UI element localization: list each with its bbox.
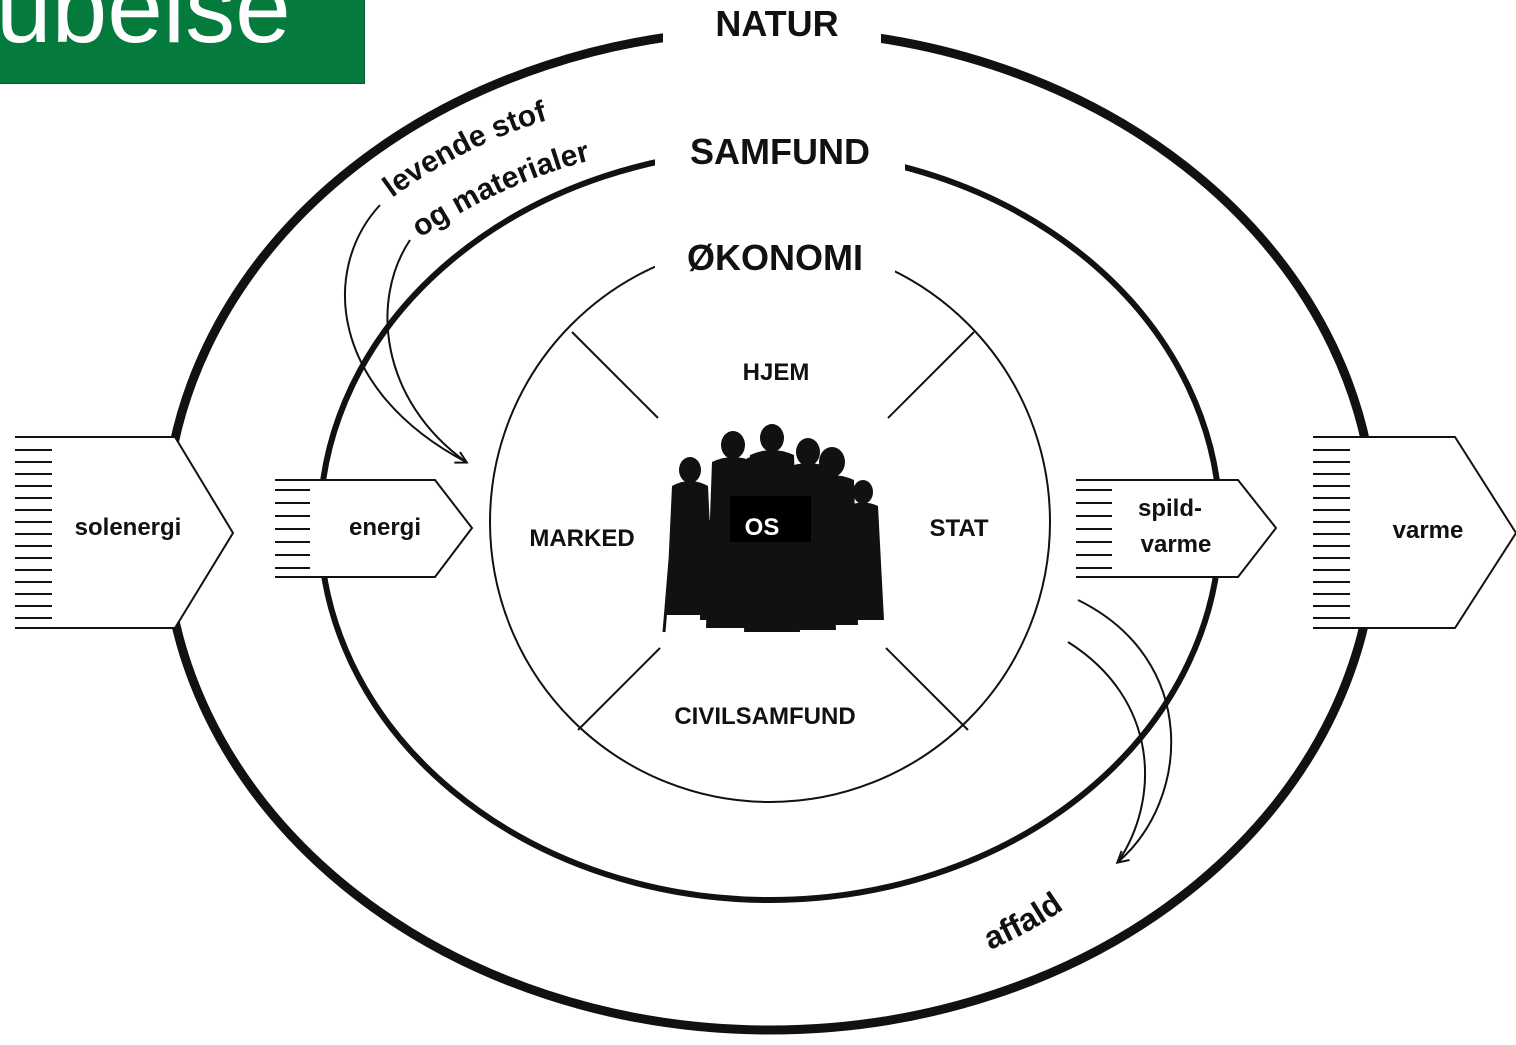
corner-tab-text: ubelse xyxy=(0,0,291,64)
divider-bottom-left xyxy=(577,647,661,731)
sector-civilsamfund: CIVILSAMFUND xyxy=(674,703,855,730)
varme-hatching xyxy=(1313,449,1350,619)
materials-arrow-icon xyxy=(344,204,466,462)
sector-marked: MARKED xyxy=(529,525,634,552)
samfund-label: SAMFUND xyxy=(690,131,870,172)
natur-label-bg xyxy=(663,0,881,48)
spildvarme-label-2: varme xyxy=(1141,531,1212,558)
spildvarme-hatching xyxy=(1076,489,1112,569)
spildvarme-label-1: spild- xyxy=(1138,495,1202,522)
solenergi-hatching xyxy=(15,449,52,619)
corner-tab: ubelse xyxy=(0,0,365,84)
varme-label: varme xyxy=(1393,517,1464,544)
energi-hatching xyxy=(275,489,310,569)
divider-bottom-right xyxy=(885,647,969,731)
okonomi-label-bg xyxy=(655,235,895,283)
divider-top-left xyxy=(571,331,659,419)
waste-arrow-icon xyxy=(1077,599,1173,862)
varme-arrow xyxy=(1313,436,1516,629)
solenergi-arrow xyxy=(15,436,235,629)
os-label-bg xyxy=(730,496,811,542)
waste-arrow-edge xyxy=(1067,641,1147,863)
materials-arrow-edge xyxy=(386,239,467,463)
samfund-label-bg xyxy=(655,128,905,176)
spildvarme-arrow xyxy=(1076,479,1278,578)
divider-top-right xyxy=(887,331,975,419)
energi-arrow xyxy=(275,479,474,578)
sector-hjem: HJEM xyxy=(743,359,810,386)
affald-label: affald xyxy=(978,885,1068,957)
sector-stat: STAT xyxy=(929,515,988,542)
energi-label: energi xyxy=(349,514,421,541)
okonomi-label: ØKONOMI xyxy=(687,237,863,278)
solenergi-label: solenergi xyxy=(75,514,182,541)
os-label: OS xyxy=(745,514,780,541)
natur-label: NATUR xyxy=(715,3,838,44)
people-silhouette-icon xyxy=(662,424,884,633)
